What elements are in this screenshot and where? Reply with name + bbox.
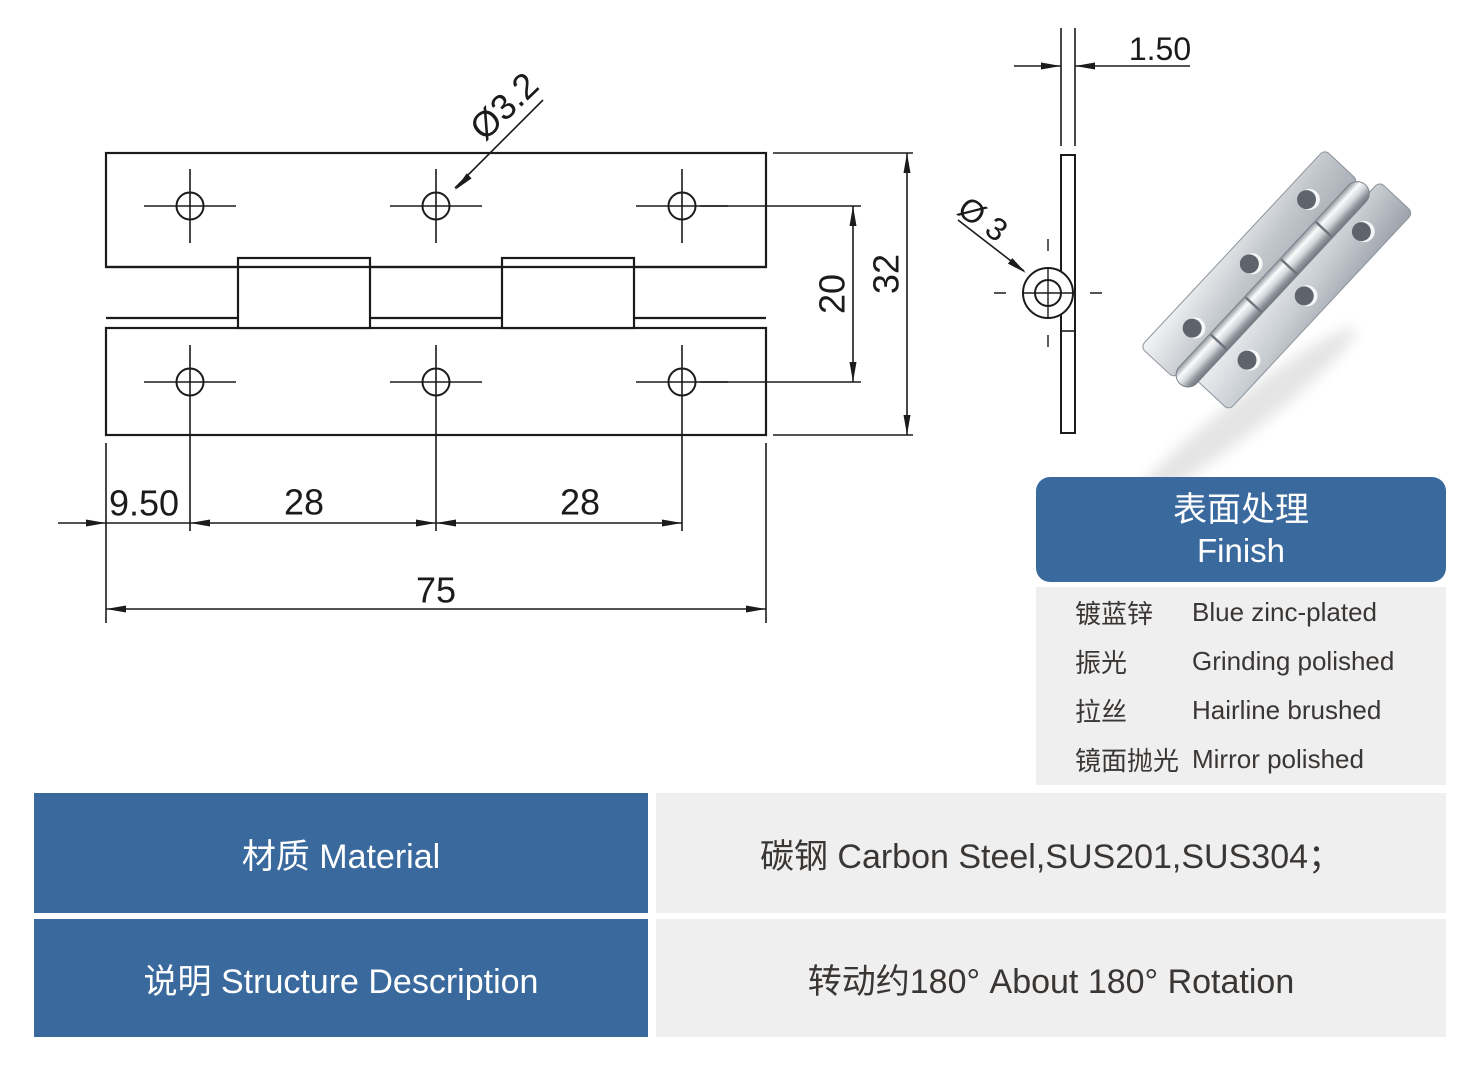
spec-value-structure-description: 转动约180° About 180° Rotation xyxy=(656,919,1446,1037)
side-view-arrowheads xyxy=(1007,62,1095,273)
knuckle-box-1 xyxy=(236,256,372,330)
finish-row-mirror: 镜面抛光 Mirror polished xyxy=(1036,735,1446,784)
spec-label-material: 材质 Material xyxy=(34,793,648,913)
photo-knuckle-seams xyxy=(1209,221,1333,351)
finish-title-en: Finish xyxy=(1196,531,1286,569)
dim-hole-pitch-1: 28 xyxy=(284,482,324,523)
spec-value-material: 碳钢 Carbon Steel,SUS201,SUS304； xyxy=(656,793,1446,913)
spec-label-structure-description: 说明 Structure Description xyxy=(34,919,648,1037)
hole-crosshairs xyxy=(144,169,728,531)
dim-hole-diameter: Ø3.2 xyxy=(462,64,547,148)
photo-shadow xyxy=(1134,327,1356,503)
finish-row-en: Mirror polished xyxy=(1192,744,1364,774)
finish-row-grinding: 振光 Grinding polished xyxy=(1036,637,1446,686)
dim-height: 32 xyxy=(866,254,907,294)
finish-row-zh: 振光 xyxy=(1075,648,1128,678)
screw-holes xyxy=(144,169,728,531)
dim-thickness: 1.50 xyxy=(1129,31,1191,67)
finish-panel-body: 镀蓝锌 Blue zinc-plated 振光 Grinding polishe… xyxy=(1036,587,1446,785)
dim-length: 75 xyxy=(416,570,456,611)
center-marks xyxy=(994,239,1102,347)
product-photo-hinge xyxy=(1134,151,1412,503)
finish-panel-header: 表面处理 Finish xyxy=(1036,477,1446,582)
dim-hole-row-spacing: 20 xyxy=(812,274,853,314)
front-view-dim-texts: Ø3.2 20 32 9.50 28 28 75 xyxy=(109,64,907,610)
finish-row-en: Grinding polished xyxy=(1192,646,1395,676)
dim-edge-to-hole: 9.50 xyxy=(109,483,179,524)
finish-row-zh: 镜面抛光 xyxy=(1075,746,1180,776)
finish-row-zh: 镀蓝锌 xyxy=(1075,599,1154,629)
finish-title-zh: 表面处理 xyxy=(1173,490,1309,529)
photo-barrel xyxy=(1175,181,1370,388)
finish-row-blue-zinc: 镀蓝锌 Blue zinc-plated xyxy=(1036,588,1446,637)
finish-row-hairline: 拉丝 Hairline brushed xyxy=(1036,686,1446,735)
side-view xyxy=(957,28,1190,434)
finish-row-en: Blue zinc-plated xyxy=(1192,597,1377,627)
front-view-arrowheads xyxy=(86,153,911,613)
dim-pin-diameter: Ø 3 xyxy=(952,189,1015,248)
finish-row-zh: 拉丝 xyxy=(1075,697,1128,727)
front-view xyxy=(104,151,768,437)
dim-hole-pitch-2: 28 xyxy=(560,482,600,523)
photo-holes xyxy=(1182,188,1375,371)
knuckle-box-2 xyxy=(500,256,636,330)
front-view-dimensions xyxy=(58,99,913,623)
finish-row-en: Hairline brushed xyxy=(1192,695,1382,725)
